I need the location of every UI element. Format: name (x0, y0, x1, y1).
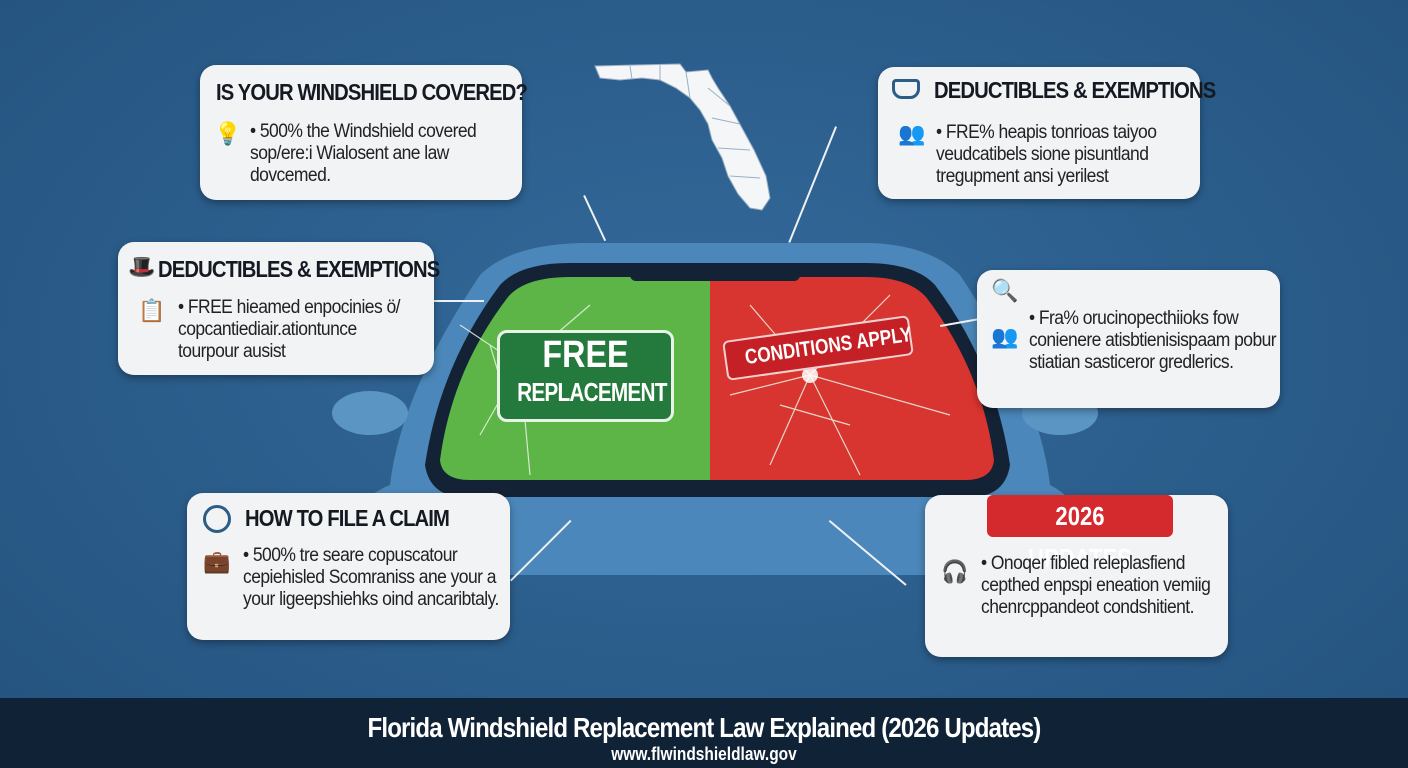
box-text: • Fra% orucinopecthiioks fow conienere a… (1029, 308, 1277, 373)
connector-line (434, 300, 484, 302)
deductibles-box-left: 🎩 DEDUCTIBLES & EXEMPTIONS 📋 • FREE hiea… (118, 242, 440, 375)
hat-icon: 🎩 (128, 254, 156, 279)
florida-map (594, 63, 771, 211)
group-icon: 👥 (991, 324, 1019, 349)
briefcase-icon: 💼 (203, 549, 231, 574)
document-icon: 📋 (138, 298, 166, 323)
box-text: • 500% the Windshield covered sop/ere:i … (250, 121, 477, 186)
replacement-label: REPLACEMENT (517, 377, 667, 407)
box-text: • Onoqer fibled releplasfiend cepthed en… (981, 553, 1211, 618)
magnifier-icon: 🔍 (991, 278, 1019, 303)
support-icon: 🎧 (941, 559, 969, 584)
box-text: • 500% tre seare copuscatour cepiehisled… (243, 545, 499, 610)
updates-badge: 2026 UPDATES (987, 495, 1173, 573)
people-icon: 👥 (898, 121, 926, 146)
deductibles-box-right: DEDUCTIBLES & EXEMPTIONS 👥 • FRE% heapis… (878, 67, 1216, 199)
clock-icon (203, 505, 231, 533)
coverage-box: IS YOUR WINDSHIELD COVERED? 💡 • 500% the… (200, 65, 528, 200)
free-replacement-badge: FREE REPLACEMENT (497, 330, 674, 422)
updates-box: 2026 UPDATES 🎧 • Onoqer fibled releplasf… (925, 495, 1228, 657)
lightbulb-icon: 💡 (214, 121, 242, 146)
box-text: • FREE hieamed enpocinies ö/ copcantiedi… (178, 297, 400, 362)
connector-line (788, 126, 837, 243)
box-title: HOW TO FILE A CLAIM (245, 505, 450, 531)
windshield-icon (892, 79, 920, 99)
box-title: DEDUCTIBLES & EXEMPTIONS (158, 256, 440, 282)
footer-title: Florida Windshield Replacement Law Expla… (367, 712, 1042, 743)
footer-bar: Florida Windshield Replacement Law Expla… (0, 698, 1408, 768)
box-title: IS YOUR WINDSHIELD COVERED? (216, 79, 528, 105)
box-text: • FRE% heapis tonrioas taiyoo veudcatibe… (936, 122, 1157, 187)
footer-url[interactable]: www.flwindshieldlaw.gov (611, 744, 797, 764)
box-title: DEDUCTIBLES & EXEMPTIONS (934, 77, 1216, 103)
claim-box: HOW TO FILE A CLAIM 💼 • 500% tre seare c… (187, 493, 510, 640)
eligibility-box: 🔍 👥 • Fra% orucinopecthiioks fow coniene… (977, 270, 1280, 408)
box-title: 2026 UPDATES (1028, 501, 1132, 573)
free-label: FREE (542, 334, 629, 376)
